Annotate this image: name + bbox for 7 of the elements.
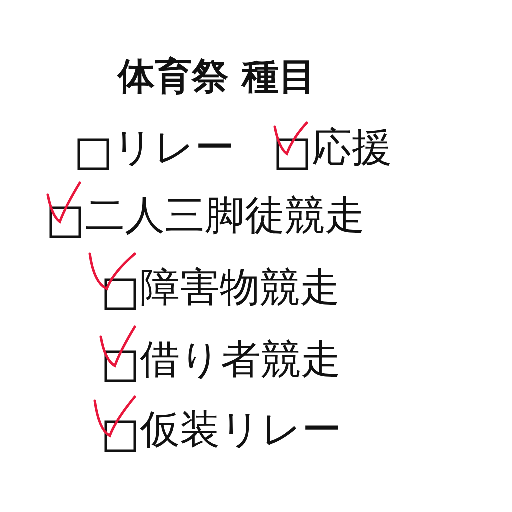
checklist-item: 仮装リレー — [140, 410, 342, 450]
checklist-item: 二人三脚徒競走 — [85, 196, 365, 236]
checklist-item: 借り者競走 — [140, 340, 341, 380]
checklist-item: 応援 — [312, 128, 392, 168]
heading: 体育祭 種目 — [118, 58, 316, 95]
checklist-item: 障害物競走 — [140, 268, 340, 308]
checklist-item: リレー — [113, 128, 235, 168]
